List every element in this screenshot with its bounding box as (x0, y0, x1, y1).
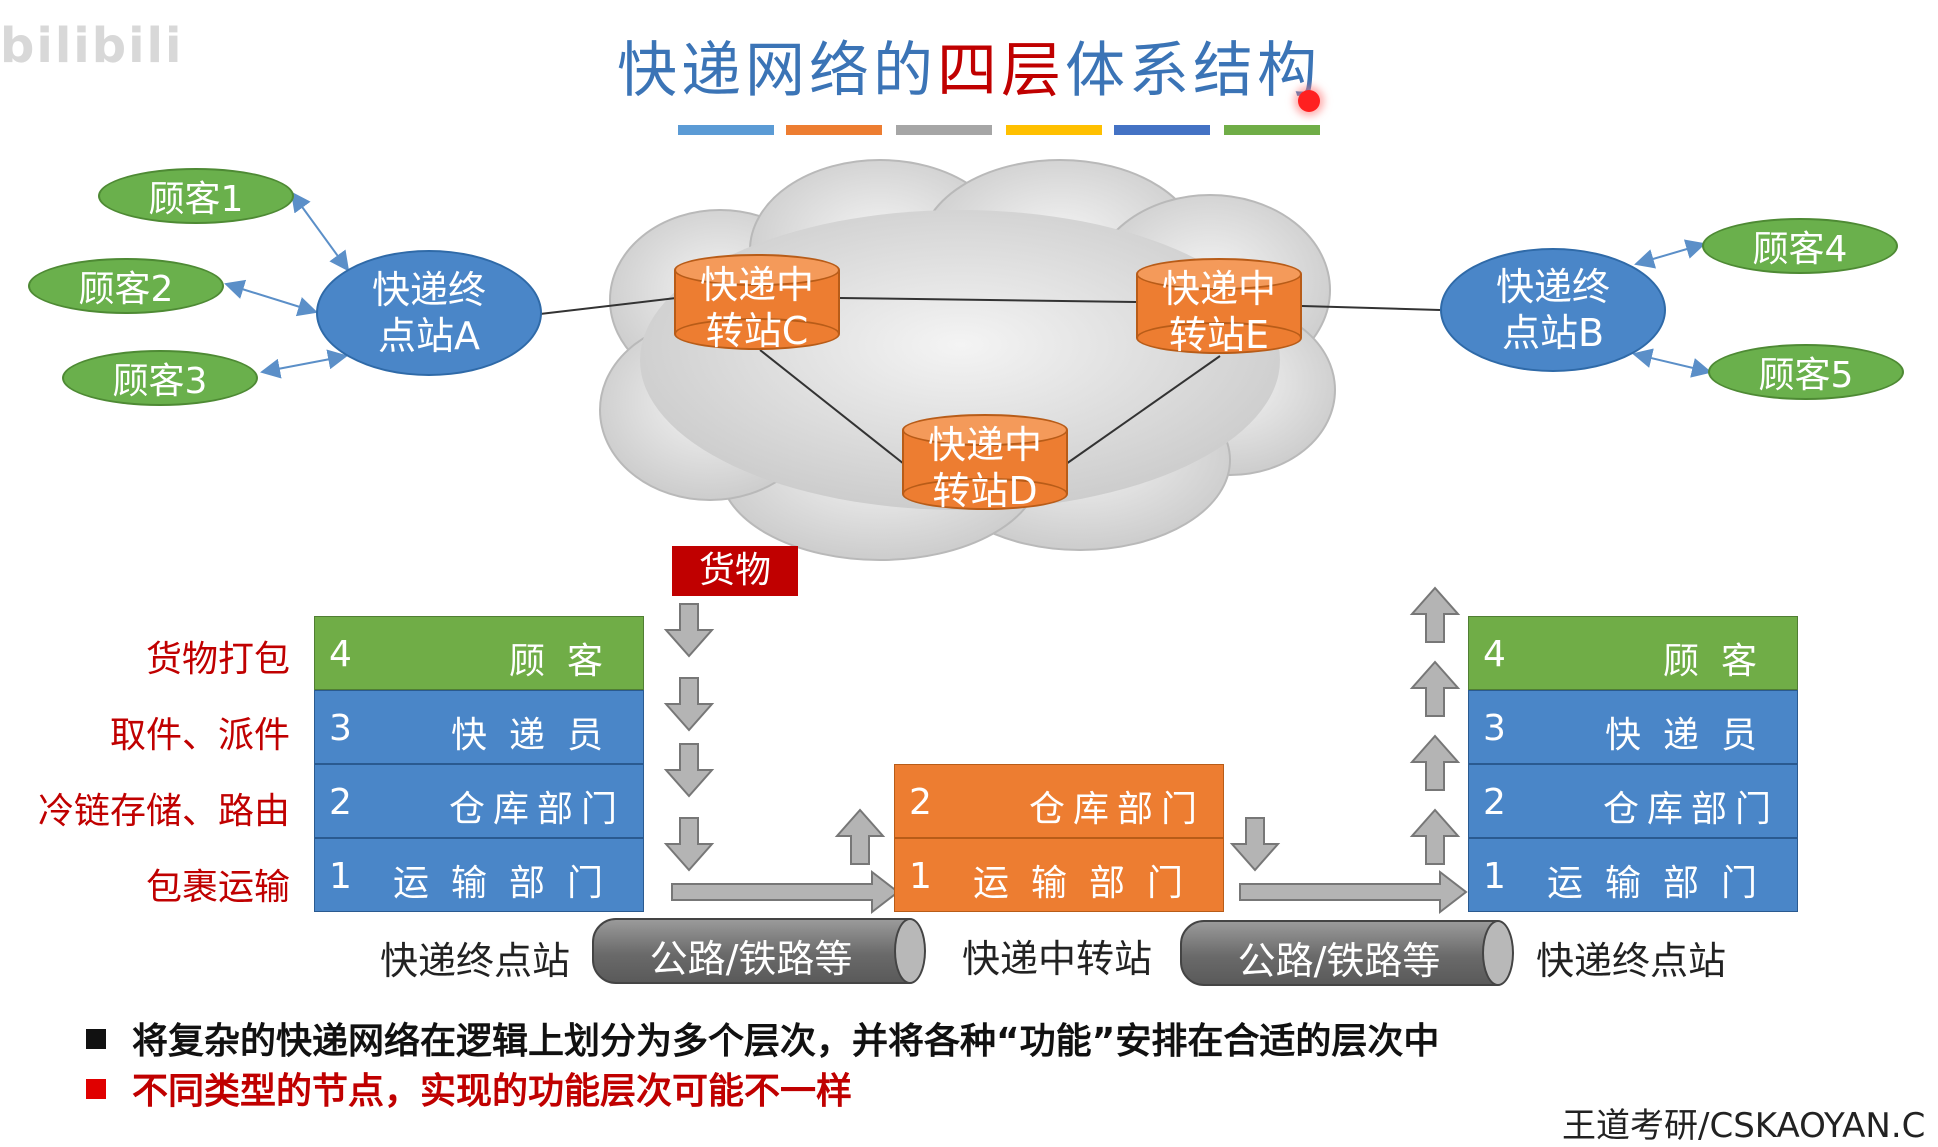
station-a-line1: 快递终 (371, 268, 486, 312)
station-a-line2: 点站A (377, 314, 480, 358)
left-layer-2: 2 仓库部门 (314, 764, 644, 838)
layer-name: 快递员 (1604, 715, 1779, 756)
station-b-line2: 点站B (1501, 311, 1605, 355)
link-customer2-station-a (224, 279, 318, 317)
link-station-a-hub-c (539, 297, 677, 315)
hub-c: 快递中转站C (674, 254, 840, 353)
layer-number: 3 (329, 708, 352, 749)
customer-1: 顾客1 (98, 168, 294, 224)
link-customer3-station-a (260, 349, 348, 379)
hub-d-line1: 快递中 (927, 423, 1042, 467)
right-layer-2: 2 仓库部门 (1468, 764, 1798, 838)
left-node-label: 快递终点站 (380, 939, 571, 983)
title-color-bar-darkblue (1114, 125, 1210, 135)
transport-link-right-label: 公路/铁路等 (1237, 939, 1441, 983)
link-customer4-station-b (1634, 239, 1706, 269)
hub-e-line1: 快递中 (1161, 267, 1276, 311)
hub-e: 快递中转站E (1136, 258, 1302, 357)
layer-name: 运输部门 (392, 863, 625, 904)
right-layer-1: 1 运输部门 (1468, 838, 1798, 912)
customer-2: 顾客2 (28, 258, 224, 314)
layer-number: 2 (1483, 782, 1506, 823)
transport-link-left-label: 公路/铁路等 (649, 937, 853, 981)
title-color-bar-blue (678, 125, 774, 135)
function-label-4: 货物打包 (145, 639, 290, 680)
flow-arrows (663, 586, 1468, 915)
layer-number: 1 (1483, 856, 1506, 897)
layer-number: 4 (1483, 634, 1506, 675)
layer-number: 4 (329, 634, 352, 675)
function-label-2: 冷链存储、路由 (37, 791, 290, 832)
title-part-1: 快递网络的 (617, 36, 937, 106)
link-customer1-station-a (290, 191, 350, 272)
middle-layer-1: 1 运输部门 (894, 838, 1224, 912)
customer-4: 顾客4 (1702, 218, 1898, 274)
right-layer-4: 4 顾客 (1468, 616, 1798, 690)
transport-link-left: 公路/铁路等 (592, 918, 926, 984)
title-color-bar-gray (896, 125, 992, 135)
terminal-station-a: 快递终点站A (316, 250, 542, 376)
function-label-3: 取件、派件 (109, 715, 290, 756)
hub-d: 快递中转站D (902, 414, 1068, 513)
hub-e-line2: 转站E (1168, 313, 1269, 357)
customer-5: 顾客5 (1708, 344, 1904, 400)
right-layer-3: 3 快递员 (1468, 690, 1798, 764)
link-hub-c-hub-e (839, 297, 1137, 303)
left-layer-1: 1 运输部门 (314, 838, 644, 912)
link-customer5-station-b (1632, 348, 1712, 378)
link-hub-e-station-b (1301, 305, 1441, 311)
bullet-2-text: 不同类型的节点，实现的功能层次可能不一样 (132, 1071, 853, 1112)
layer-number: 3 (1483, 708, 1506, 749)
left-layer-3: 3 快递员 (314, 690, 644, 764)
footer-brand: 王道考研/CSKAOYAN.C (1562, 1106, 1926, 1146)
layer-name: 仓库部门 (1602, 789, 1779, 830)
bullet-1: 将复杂的快递网络在逻辑上划分为多个层次，并将各种“功能”安排在合适的层次中 (86, 1012, 1439, 1064)
hub-d-line2: 转站D (932, 469, 1038, 513)
hub-c-line1: 快递中 (699, 263, 814, 307)
layer-number: 1 (909, 856, 932, 897)
station-b-line1: 快递终 (1495, 265, 1610, 309)
transport-link-right: 公路/铁路等 (1180, 920, 1514, 986)
bilibili-watermark: bilibili (0, 18, 184, 74)
layer-name: 顾客 (1662, 641, 1779, 682)
laser-pointer-dot (1298, 90, 1320, 112)
layer-number: 2 (909, 782, 932, 823)
layer-name: 顾客 (508, 641, 625, 682)
layer-number: 1 (329, 856, 352, 897)
layer-name: 仓库部门 (1028, 789, 1205, 830)
hub-c-line2: 转站C (705, 309, 809, 353)
right-node-label: 快递终点站 (1536, 939, 1727, 983)
bullet-2: 不同类型的节点，实现的功能层次可能不一样 (86, 1062, 852, 1114)
title-color-bar-yellow (1006, 125, 1102, 135)
terminal-station-b: 快递终点站B (1440, 248, 1666, 372)
layer-name: 快递员 (450, 715, 625, 756)
middle-node-label: 快递中转站 (962, 937, 1153, 981)
link-hub-c-hub-d (759, 349, 905, 465)
layer-number: 2 (329, 782, 352, 823)
layer-name: 运输部门 (972, 863, 1205, 904)
title-part-2: 体系结构 (1065, 36, 1321, 106)
function-label-1: 包裹运输 (145, 867, 290, 908)
page-title: 快递网络的四层体系结构 (0, 22, 1938, 109)
link-hub-e-hub-d (1065, 355, 1221, 465)
bullet-square-icon (86, 1029, 106, 1049)
bullet-1-text: 将复杂的快递网络在逻辑上划分为多个层次，并将各种“功能”安排在合适的层次中 (132, 1021, 1440, 1062)
title-highlight: 四层 (937, 36, 1065, 106)
bullet-square-icon (86, 1079, 106, 1099)
layer-name: 仓库部门 (448, 789, 625, 830)
title-color-bar-orange (786, 125, 882, 135)
customer-3: 顾客3 (62, 350, 258, 406)
layer-name: 运输部门 (1546, 863, 1779, 904)
left-layer-4: 4 顾客 (314, 616, 644, 690)
title-color-bar-green (1224, 125, 1320, 135)
goods-label: 货物 (672, 546, 798, 596)
middle-layer-2: 2 仓库部门 (894, 764, 1224, 838)
